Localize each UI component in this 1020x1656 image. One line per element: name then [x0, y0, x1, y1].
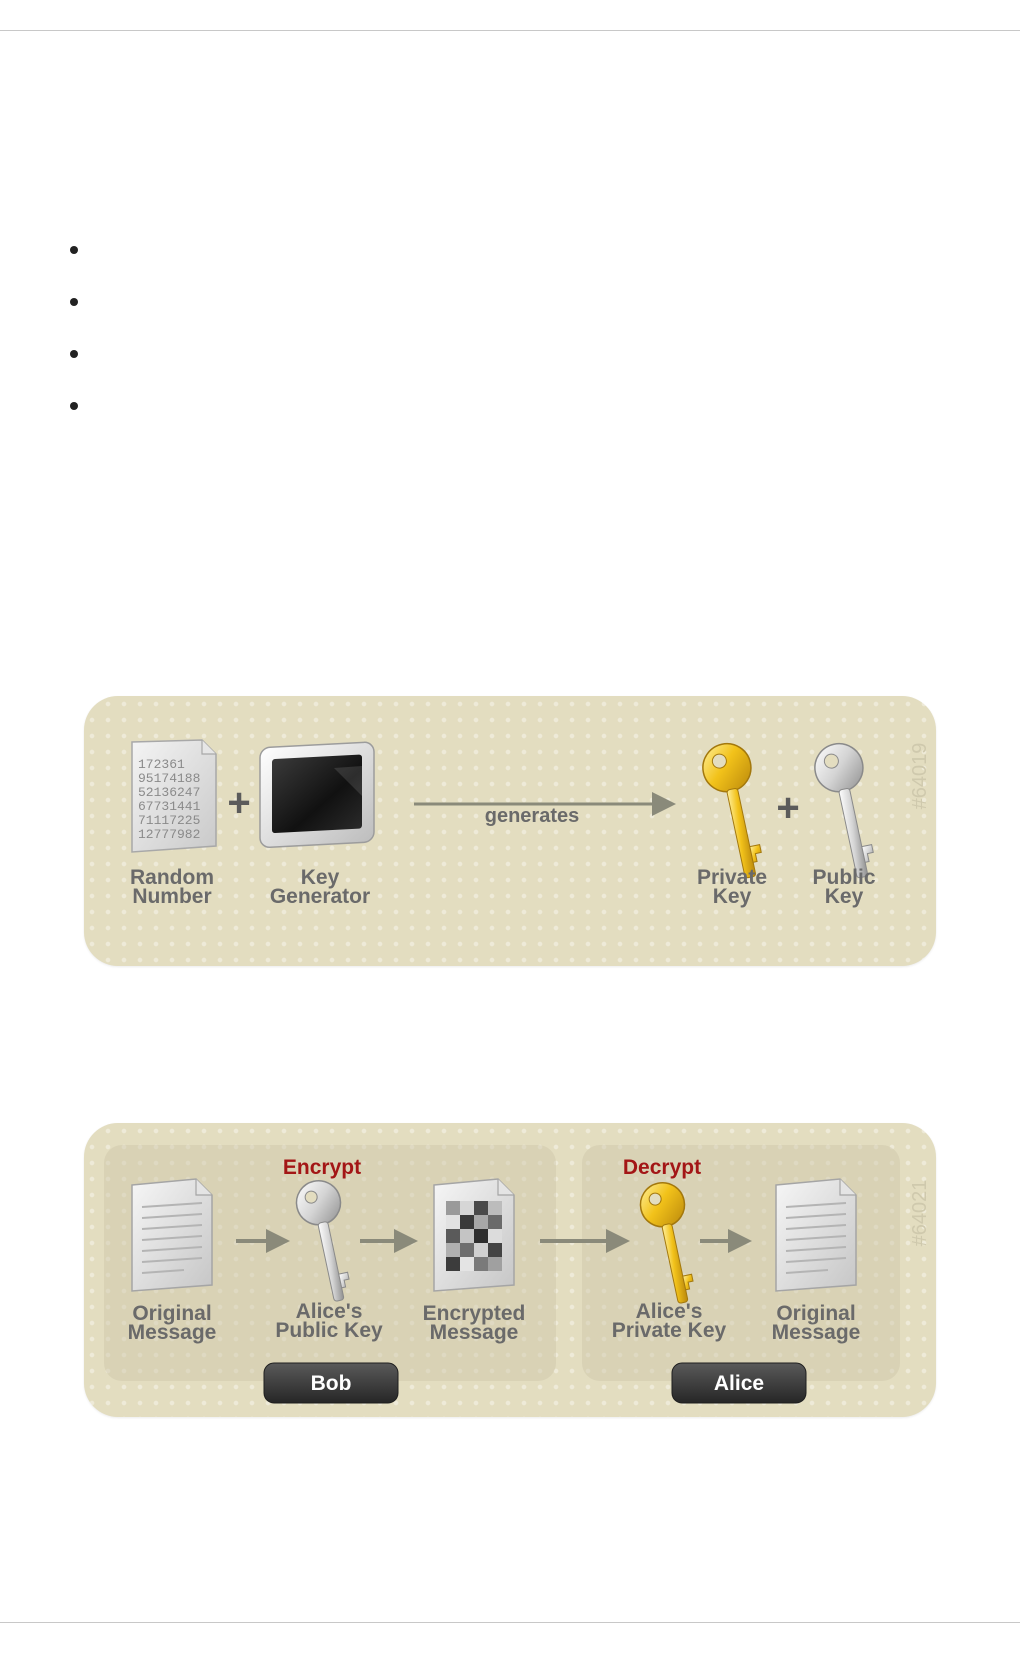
private-key-icon	[698, 739, 773, 882]
bob-label: Bob	[311, 1372, 352, 1395]
public-key-icon	[810, 739, 885, 882]
original-message-label: Message	[128, 1321, 217, 1344]
list-item	[60, 235, 660, 287]
decrypt-label: Decrypt	[623, 1156, 701, 1179]
bullet-list	[60, 235, 660, 443]
public-key-label: Key	[825, 885, 864, 908]
digits-line: 172361	[138, 757, 185, 772]
original-message-label: Message	[772, 1321, 861, 1344]
document-icon	[776, 1179, 856, 1291]
digits-line: 52136247	[138, 785, 200, 800]
digits-line: 67731441	[138, 799, 201, 814]
list-item	[60, 287, 660, 339]
bullet-dot	[70, 246, 78, 254]
document-icon	[132, 1179, 212, 1291]
key-generation-diagram: 172361 95174188 52136247 67731441 711172…	[84, 696, 936, 966]
alice-badge: Alice	[672, 1363, 806, 1403]
alice-label: Alice	[714, 1372, 764, 1395]
digits-line: 95174188	[138, 771, 200, 786]
list-item	[60, 339, 660, 391]
bullet-dot	[70, 298, 78, 306]
bob-badge: Bob	[264, 1363, 398, 1403]
digits-line: 12777982	[138, 827, 200, 842]
bottom-rule	[0, 1622, 1020, 1623]
key-generator-icon	[260, 742, 374, 848]
alice-public-key-label: Public Key	[275, 1319, 383, 1342]
encrypted-document-icon	[434, 1179, 514, 1291]
digits-line: 71117225	[138, 813, 200, 828]
top-rule	[0, 30, 1020, 31]
encrypted-message-label: Message	[430, 1321, 519, 1344]
generates-label: generates	[485, 805, 580, 827]
plus-sign: +	[776, 786, 799, 830]
key-generation-svg: 172361 95174188 52136247 67731441 711172…	[84, 696, 936, 966]
random-number-sheet-icon: 172361 95174188 52136247 67731441 711172…	[132, 740, 216, 852]
random-number-label: Number	[132, 885, 211, 908]
private-key-label: Key	[713, 885, 752, 908]
encryption-decryption-diagram: Original Message Encrypt Alice's Public …	[84, 1123, 936, 1417]
encrypt-label: Encrypt	[283, 1156, 361, 1179]
key-generator-label: Generator	[270, 885, 370, 908]
encryption-decryption-svg: Original Message Encrypt Alice's Public …	[84, 1123, 936, 1417]
bullet-dot	[70, 402, 78, 410]
list-item	[60, 391, 660, 443]
figure-id: #64021	[909, 1180, 931, 1247]
figure-id: #64019	[909, 743, 931, 810]
plus-sign: +	[227, 781, 250, 825]
bullet-dot	[70, 350, 78, 358]
alice-private-key-label: Private Key	[612, 1319, 727, 1342]
